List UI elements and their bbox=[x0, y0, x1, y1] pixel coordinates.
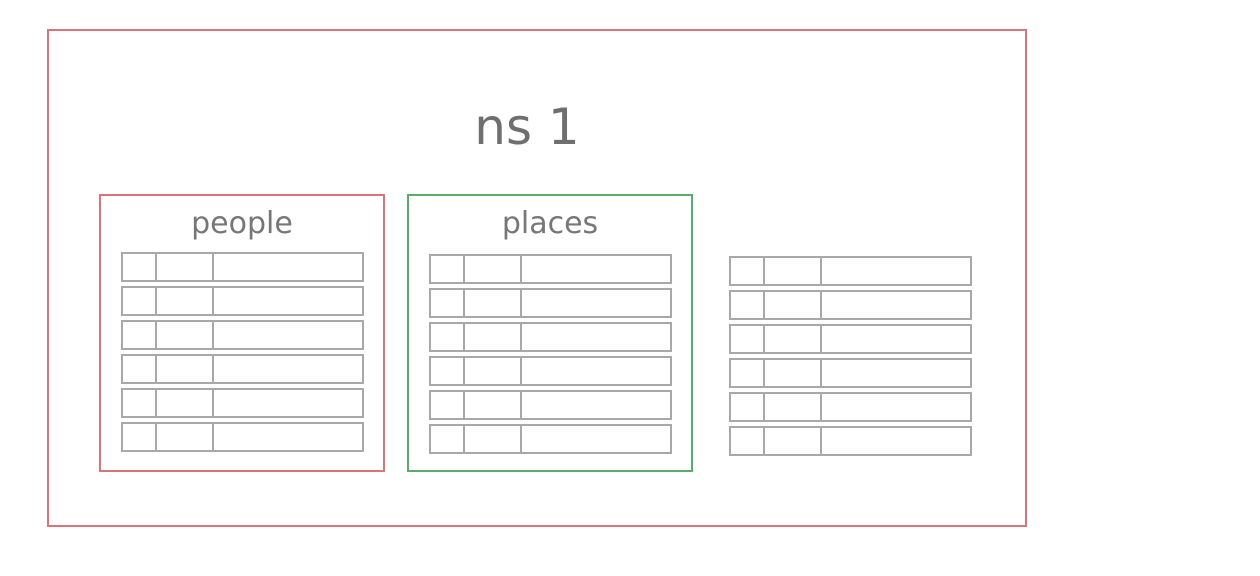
table-cell bbox=[765, 394, 822, 420]
table-row bbox=[121, 286, 364, 316]
table-cell bbox=[765, 258, 822, 284]
table-row bbox=[729, 358, 972, 388]
table-cell bbox=[822, 292, 970, 318]
table-cell bbox=[522, 256, 670, 282]
table-row bbox=[121, 422, 364, 452]
table-cell bbox=[731, 326, 765, 352]
table-cell bbox=[214, 390, 362, 416]
table-cell bbox=[123, 390, 157, 416]
table-cell bbox=[431, 256, 465, 282]
table-cell bbox=[123, 356, 157, 382]
table-cell bbox=[731, 258, 765, 284]
table-row bbox=[429, 356, 672, 386]
table-cell bbox=[522, 290, 670, 316]
table-cell bbox=[123, 322, 157, 348]
table-row bbox=[429, 288, 672, 318]
table-cell bbox=[731, 428, 765, 454]
table-people bbox=[121, 252, 364, 456]
table-row bbox=[729, 256, 972, 286]
table-cell bbox=[822, 360, 970, 386]
table-cell bbox=[214, 322, 362, 348]
table-cell bbox=[157, 390, 214, 416]
table-row bbox=[121, 354, 364, 384]
table-row bbox=[729, 324, 972, 354]
table-row bbox=[729, 290, 972, 320]
table-cell bbox=[765, 326, 822, 352]
table-cell bbox=[157, 254, 214, 280]
table-cell bbox=[431, 324, 465, 350]
table-cell bbox=[431, 426, 465, 452]
table-cell bbox=[731, 394, 765, 420]
table-cell bbox=[465, 290, 522, 316]
table-cell bbox=[123, 424, 157, 450]
table-cell bbox=[157, 424, 214, 450]
table-cell bbox=[765, 428, 822, 454]
namespace-title: ns 1 bbox=[474, 98, 580, 156]
table-cell bbox=[822, 428, 970, 454]
collection-label-people: people bbox=[191, 206, 293, 241]
table-cell bbox=[465, 324, 522, 350]
namespace-box: ns 1 people places bbox=[47, 29, 1027, 527]
table-cell bbox=[522, 392, 670, 418]
table-cell bbox=[214, 288, 362, 314]
table-cell bbox=[522, 426, 670, 452]
table-cell bbox=[522, 358, 670, 384]
table-cell bbox=[731, 360, 765, 386]
table-row bbox=[429, 254, 672, 284]
table-cell bbox=[465, 426, 522, 452]
table-cell bbox=[731, 292, 765, 318]
table-cell bbox=[465, 358, 522, 384]
table-cell bbox=[522, 324, 670, 350]
collection-unlabeled bbox=[707, 194, 993, 472]
table-row bbox=[429, 390, 672, 420]
table-cell bbox=[765, 292, 822, 318]
table-cell bbox=[157, 288, 214, 314]
table-cell bbox=[214, 424, 362, 450]
table-cell bbox=[123, 288, 157, 314]
table-row bbox=[121, 320, 364, 350]
table-row bbox=[121, 252, 364, 282]
table-cell bbox=[431, 392, 465, 418]
table-places bbox=[429, 254, 672, 458]
table-cell bbox=[214, 356, 362, 382]
collection-places: places bbox=[407, 194, 693, 472]
table-cell bbox=[822, 258, 970, 284]
table-row bbox=[429, 322, 672, 352]
collection-people: people bbox=[99, 194, 385, 472]
table-cell bbox=[765, 360, 822, 386]
table-cell bbox=[157, 322, 214, 348]
table-row bbox=[729, 392, 972, 422]
table-unlabeled bbox=[729, 256, 972, 460]
table-row bbox=[429, 424, 672, 454]
table-cell bbox=[465, 392, 522, 418]
table-cell bbox=[822, 326, 970, 352]
table-cell bbox=[123, 254, 157, 280]
collection-label-places: places bbox=[501, 206, 599, 241]
table-cell bbox=[431, 358, 465, 384]
table-cell bbox=[465, 256, 522, 282]
table-cell bbox=[822, 394, 970, 420]
table-cell bbox=[214, 254, 362, 280]
table-cell bbox=[157, 356, 214, 382]
table-row bbox=[729, 426, 972, 456]
table-cell bbox=[431, 290, 465, 316]
table-row bbox=[121, 388, 364, 418]
